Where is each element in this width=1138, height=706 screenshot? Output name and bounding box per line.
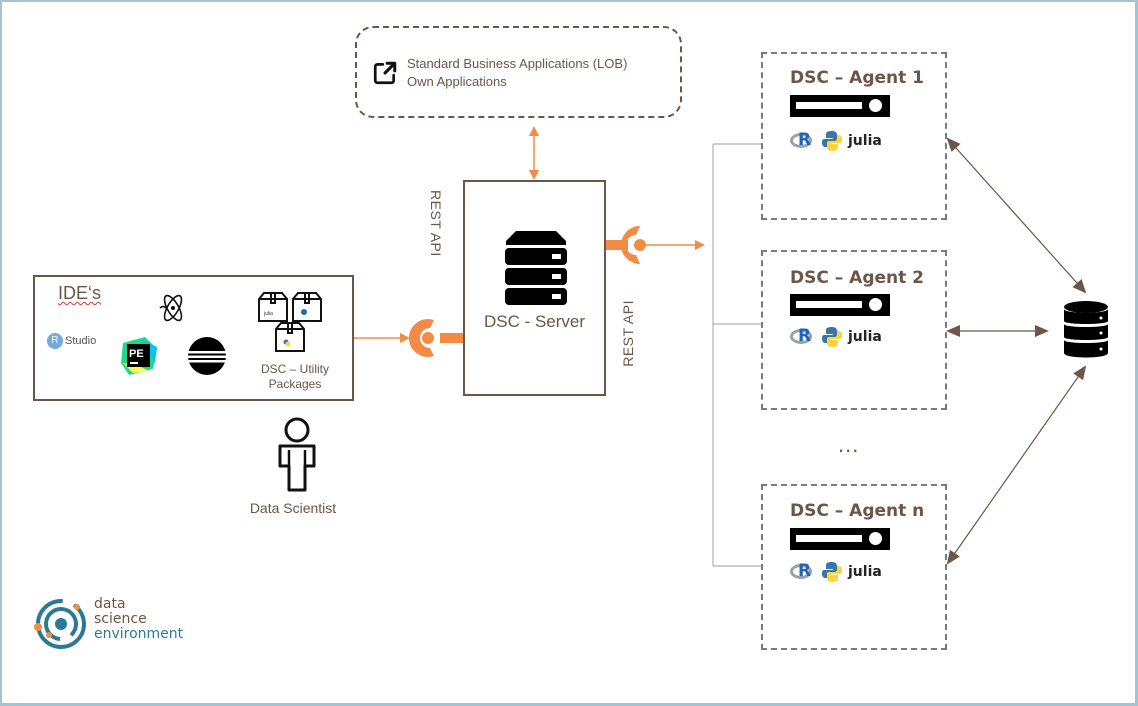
utility-packages-line2: Packages (268, 377, 322, 391)
lob-line-1: Standard Business Applications (LOB) (407, 56, 628, 71)
dse-logo-text: data science environment (94, 597, 183, 642)
utility-packages-icon: julia (258, 292, 322, 352)
r-language-icon: R (790, 326, 816, 347)
rstudio-r-badge: R (47, 333, 63, 349)
python-language-icon (822, 562, 842, 582)
server-label: DSC - Server (483, 312, 586, 331)
utility-packages-label: DSC – Utility Packages (250, 362, 340, 392)
external-applications-box (355, 26, 682, 118)
more-agents-ellipsis: ... (838, 432, 860, 457)
agent1-db-arrow (946, 137, 1087, 294)
server-stack-icon (505, 231, 567, 305)
dsc-server-box (463, 180, 606, 396)
data-scientist-label: Data Scientist (249, 500, 337, 516)
rstudio-icon: R Studio (47, 333, 96, 349)
agent-1-server-icon (790, 95, 890, 117)
dse-logo-icon (34, 599, 86, 649)
agent-n-box (761, 484, 947, 650)
julia-language-icon: julia (848, 329, 882, 345)
r-language-icon: R (790, 561, 816, 582)
person-icon (278, 417, 316, 492)
ide-panel (33, 275, 354, 401)
api-socket-right-icon (606, 226, 646, 264)
atom-icon (159, 294, 183, 322)
julia-language-icon: julia (848, 564, 882, 580)
agent-1-box (761, 52, 947, 220)
svg-text:julia: julia (263, 311, 273, 317)
pycharm-label: PE (129, 348, 144, 360)
agent-2-server-icon (790, 294, 890, 316)
r-language-icon: R (790, 130, 816, 151)
rest-api-label-right: REST API (620, 300, 636, 367)
python-language-icon (822, 131, 842, 151)
package-julia-icon: julia (258, 292, 288, 322)
julia-language-icon: julia (848, 133, 882, 149)
agent-2-languages: R julia (790, 326, 882, 348)
logo-line-2: science (94, 611, 147, 627)
rest-api-label-left: REST API (428, 190, 444, 257)
lob-line-2: Own Applications (407, 74, 507, 89)
utility-packages-line1: DSC – Utility (260, 362, 329, 376)
agent-2-title: DSC – Agent 2 (790, 268, 924, 288)
agent-n-server-icon (790, 528, 890, 550)
agents-bracket (712, 143, 761, 567)
ide-panel-title: IDE‘s (58, 283, 102, 303)
agent-1-languages: R julia (790, 130, 882, 152)
api-socket-left-icon (408, 319, 464, 357)
logo-line-1: data (94, 596, 126, 612)
agent-n-languages: R julia (790, 561, 882, 583)
pycharm-icon: PE (121, 337, 157, 375)
agent-2-box (761, 250, 947, 410)
logo-line-3: environment (94, 626, 184, 642)
external-link-icon (373, 61, 397, 85)
python-language-icon (822, 327, 842, 347)
external-applications-text: Standard Business Applications (LOB) Own… (407, 55, 627, 91)
agent-1-title: DSC – Agent 1 (790, 68, 924, 88)
rstudio-label: Studio (65, 335, 97, 347)
eclipse-icon (186, 337, 229, 375)
agentn-db-arrow (946, 365, 1087, 565)
package-r-icon (292, 292, 322, 322)
database-icon (1064, 301, 1108, 358)
agent-n-title: DSC – Agent n (790, 501, 925, 521)
package-python-icon (275, 322, 305, 352)
